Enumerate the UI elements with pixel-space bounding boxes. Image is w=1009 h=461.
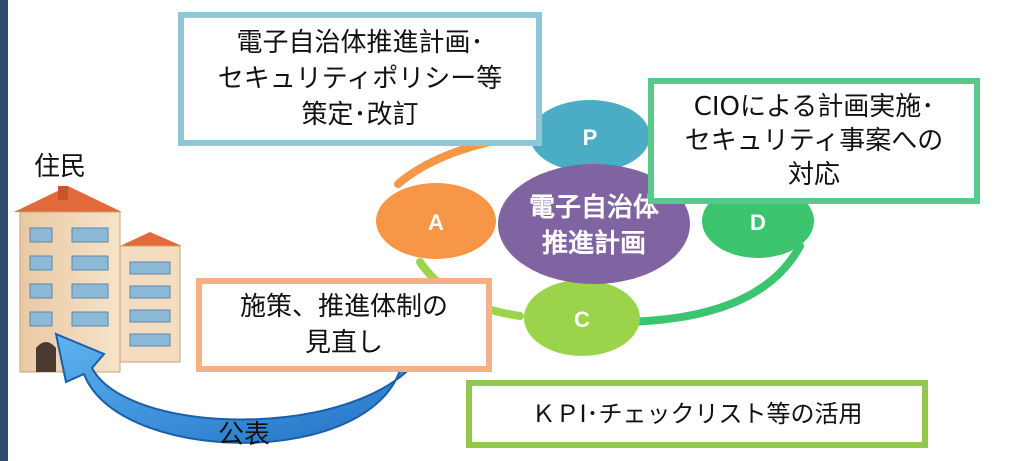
do-box-line-2: セキュリティ事案への xyxy=(684,126,944,156)
publish-arrow xyxy=(54,332,428,444)
plan-box-line-1: 電子自治体推進計画･ xyxy=(236,28,484,58)
cycle-d-label: D xyxy=(750,210,766,235)
cycle-c-label: C xyxy=(574,307,590,332)
plan-box-line-3: 策定･改訂 xyxy=(301,100,419,130)
do-box-line-3: 対応 xyxy=(787,160,840,190)
cycle-a-label: A xyxy=(428,210,444,235)
center-title-line-2: 推進計画 xyxy=(542,228,646,259)
cycle-node-c: C xyxy=(524,280,640,356)
publish-label: 公表 xyxy=(218,420,271,450)
cycle-node-a: A xyxy=(376,183,496,259)
plan-box-line-2: セキュリティポリシー等 xyxy=(217,64,503,94)
building-illustration xyxy=(14,186,182,373)
left-edge-bar xyxy=(0,0,8,461)
cycle-p-label: P xyxy=(583,125,598,150)
check-box-text: ＫＰI･チェックリスト等の活用 xyxy=(531,400,863,428)
residents-label: 住民 xyxy=(34,152,87,182)
act-box: 施策、推進体制の 見直し xyxy=(196,278,492,372)
check-box: ＫＰI･チェックリスト等の活用 xyxy=(466,380,928,448)
do-box: CIOによる計画実施･ セキュリティ事案への 対応 xyxy=(648,78,980,204)
center-title-line-1: 電子自治体 xyxy=(529,192,660,223)
act-box-line-2: 見直し xyxy=(304,328,383,358)
cycle-center: 電子自治体 推進計画 xyxy=(498,164,690,284)
plan-box: 電子自治体推進計画･ セキュリティポリシー等 策定･改訂 xyxy=(178,12,542,146)
connector-d-to-c xyxy=(618,242,804,326)
act-box-line-1: 施策、推進体制の xyxy=(239,292,448,322)
do-box-line-1: CIOによる計画実施･ xyxy=(693,92,935,122)
cycle-node-p: P xyxy=(530,100,650,172)
